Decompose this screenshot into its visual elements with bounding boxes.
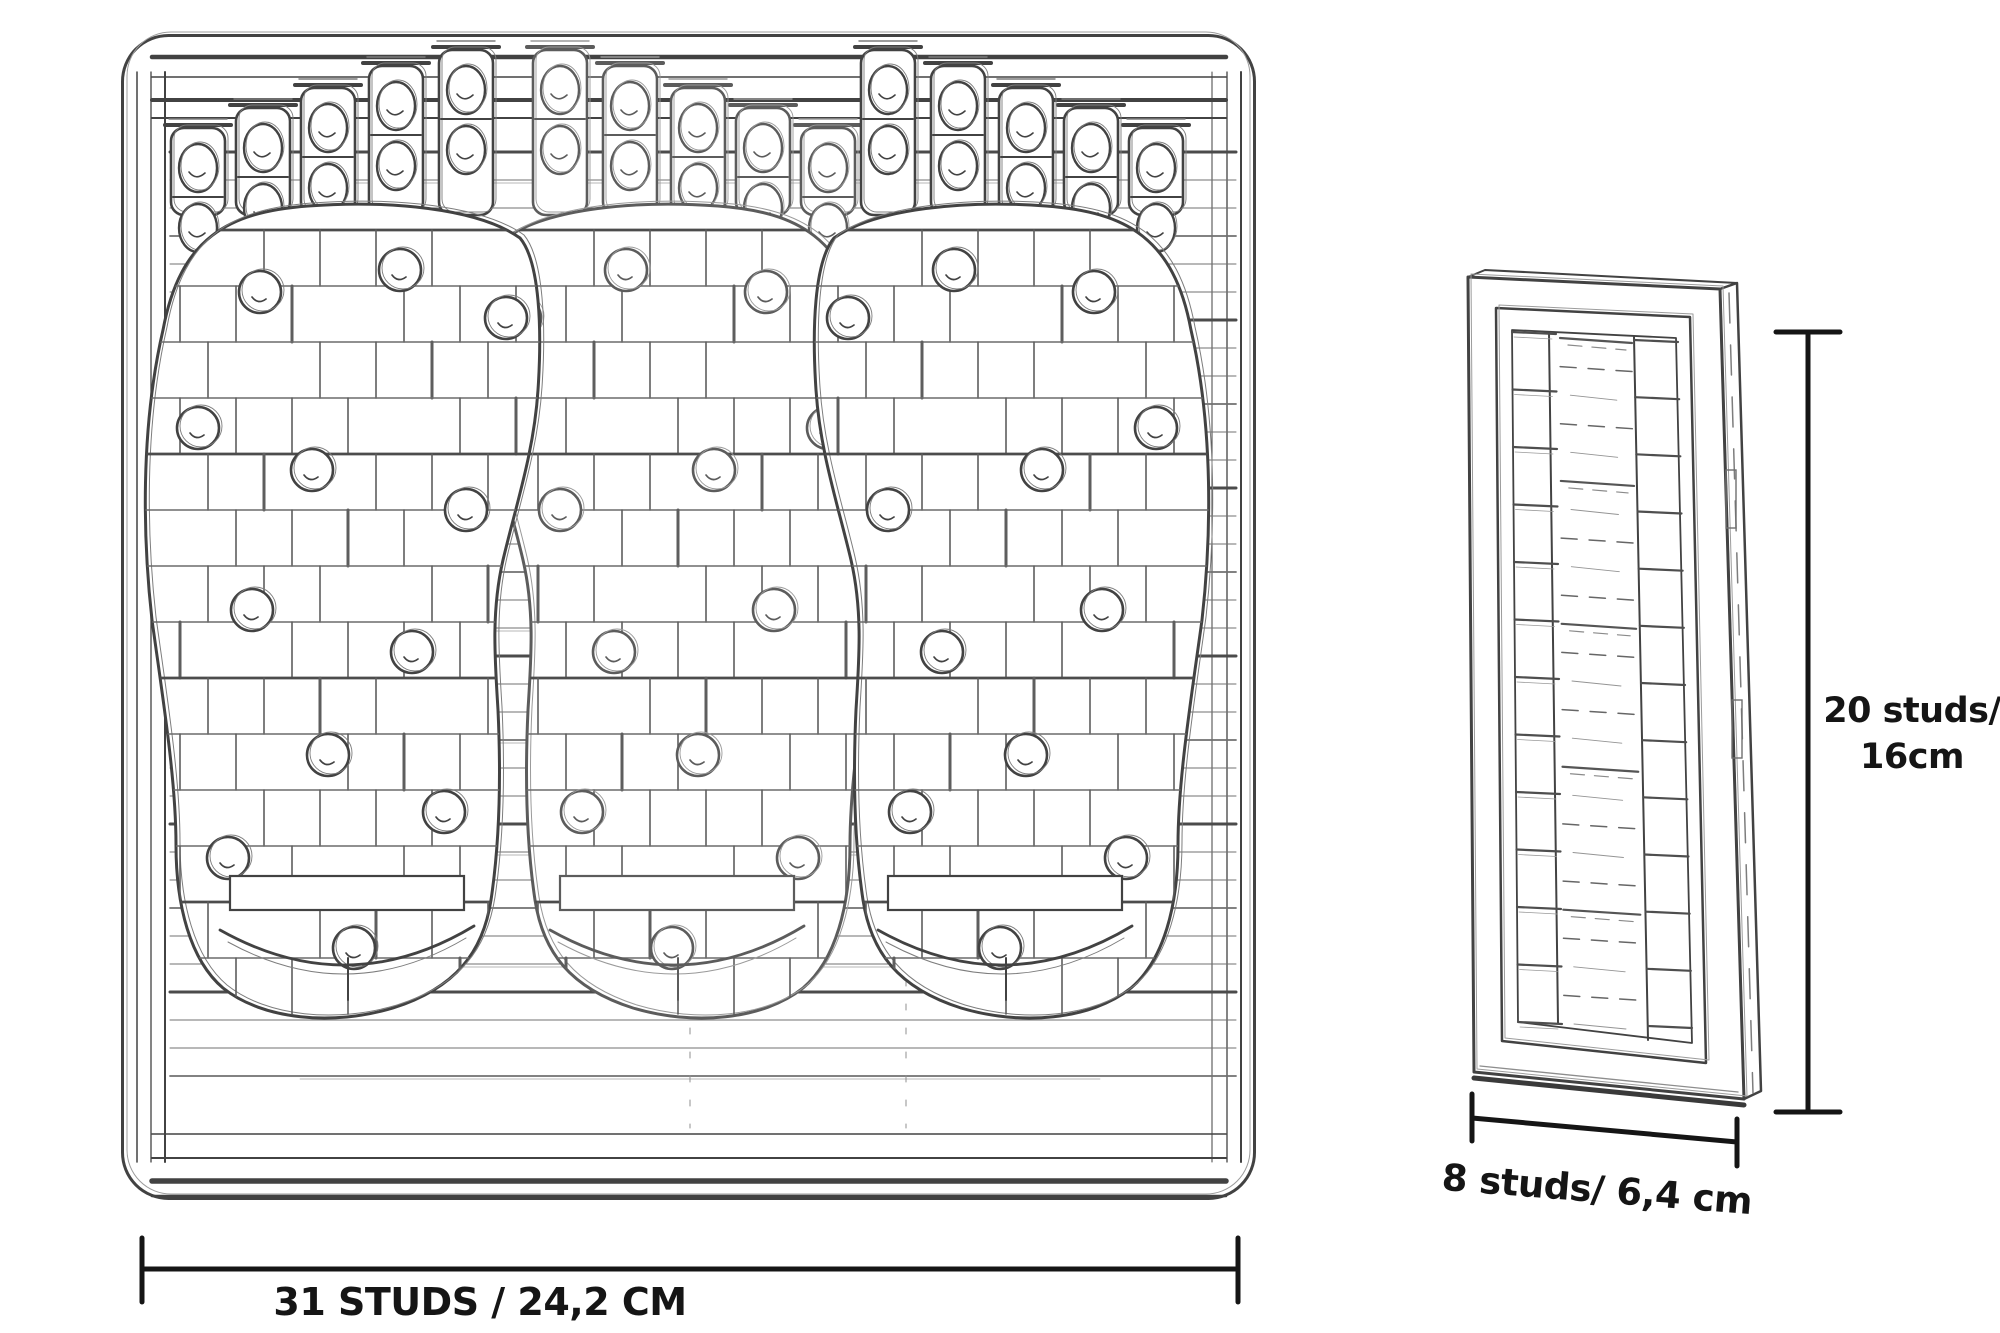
front-panel-width-dimension-label: 31 STUDS / 24,2 CM: [273, 1280, 687, 1324]
feet-panel-front-view: [121, 31, 1256, 1200]
foot-drawing: [812, 40, 1214, 1020]
side-panel-height-dimension-label: 20 studs/ 16cm: [1823, 688, 2000, 780]
dimension-lines: [139, 329, 1843, 1305]
side-panel-height-dimension-line1: 20 studs/: [1823, 691, 2000, 731]
foot-drawing: [143, 40, 545, 1020]
frame-panel-perspective-view: [1466, 269, 1763, 1108]
side-panel-height-dimension-line2: 16cm: [1860, 737, 1964, 777]
